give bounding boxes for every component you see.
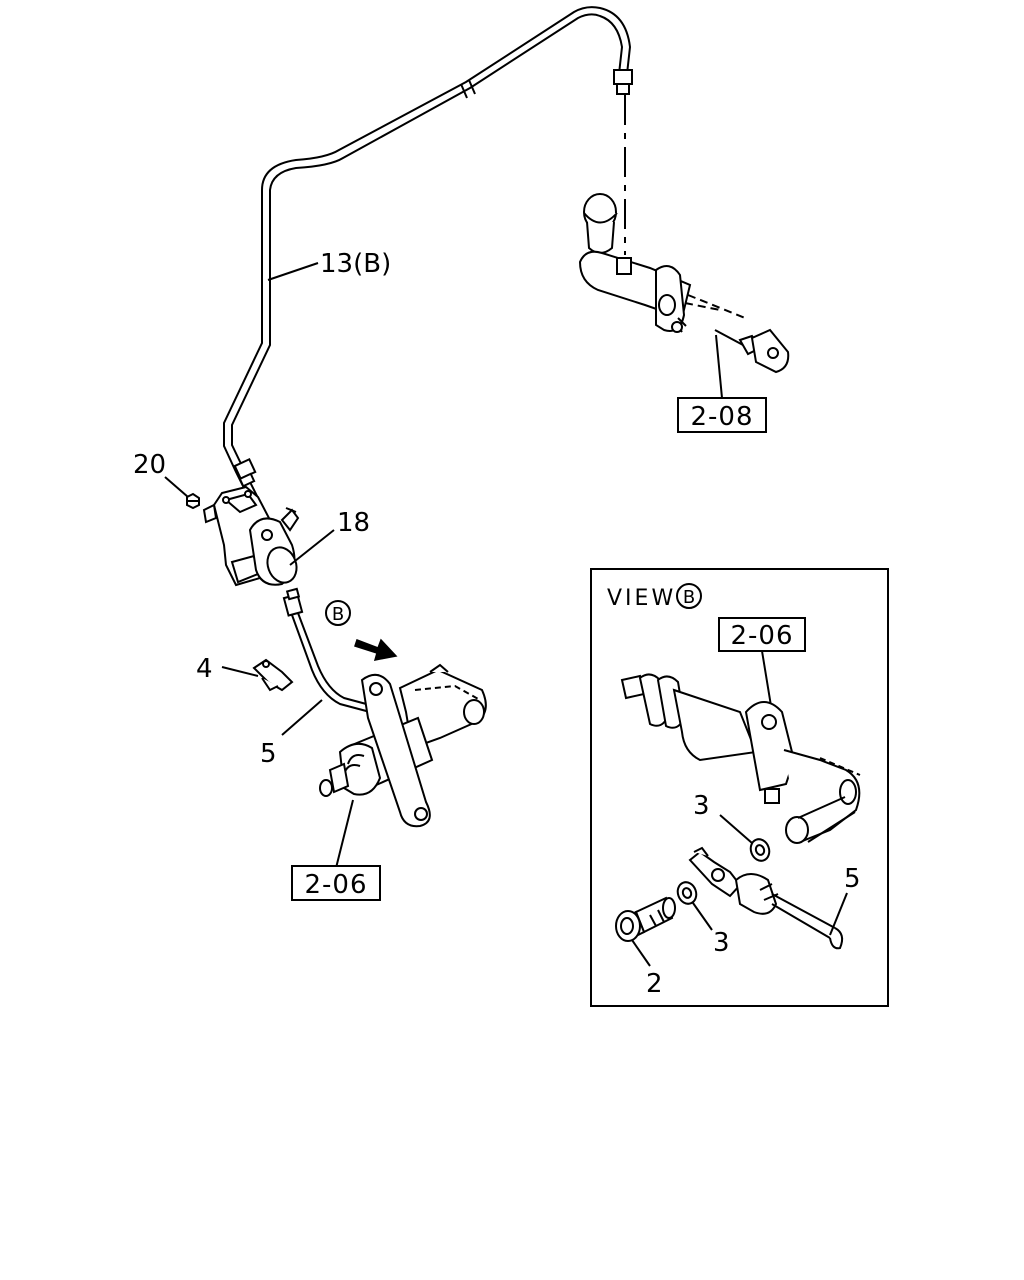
inset-view-letter: B (683, 587, 695, 608)
inset-label-3-top: 3 (693, 791, 710, 821)
ref-box-2-08[interactable]: 2-08 (677, 397, 767, 433)
bleeder-nut-20 (186, 492, 200, 510)
label-18: 18 (337, 508, 370, 538)
inset-label-5: 5 (844, 864, 861, 894)
clutch-hose-5 (291, 612, 371, 713)
clutch-pipe-13b (223, 6, 632, 501)
master-cylinder (578, 193, 790, 374)
inset-leader-3-top (719, 814, 753, 844)
inset-label-3-bottom: 3 (713, 928, 730, 958)
svg-text:2-06: 2-06 (304, 870, 367, 900)
inset-leader-2 (631, 939, 651, 967)
label-5: 5 (260, 739, 277, 769)
inset-ref-box-2-06[interactable]: 2-06 (718, 617, 806, 652)
svg-text:2-06: 2-06 (730, 621, 793, 651)
inset-union-bolt-2 (615, 896, 676, 942)
leader-2-06 (335, 799, 354, 869)
inset-hose-break (829, 927, 844, 950)
inset-label-2: 2 (646, 969, 663, 999)
hose-end-fitting (282, 587, 304, 617)
leader-4 (221, 666, 259, 677)
leader-13b (267, 262, 319, 281)
pipe-flare-nut-top (613, 69, 633, 95)
inset-leader-2-06 (761, 650, 773, 713)
hose-clip-4 (252, 658, 294, 692)
leader-2-08 (715, 334, 723, 399)
svg-text:B: B (332, 604, 344, 625)
inset-leader-3-bottom (692, 902, 713, 931)
view-b-marker: B (325, 600, 351, 626)
slave-cylinder (319, 663, 487, 828)
svg-text:2-08: 2-08 (690, 402, 753, 432)
pipe-flare-nut-lower (233, 457, 257, 488)
label-4: 4 (196, 654, 213, 684)
inset-leader-5 (829, 892, 848, 936)
leader-5 (281, 699, 323, 736)
inset-washer-3-top (749, 838, 771, 862)
inset-hose-5 (688, 846, 836, 939)
leader-18 (289, 529, 335, 566)
inset-washer-3-bottom (676, 881, 698, 905)
inset-slave-cylinder (620, 673, 861, 844)
inset-view-title: VIEW (607, 586, 676, 611)
view-b-inset: VIEW B 2-06 (590, 568, 889, 1007)
label-20: 20 (133, 450, 166, 480)
label-13b: 13(B) (320, 249, 391, 279)
leader-20 (164, 476, 189, 498)
pipe-joint-bracket (202, 485, 300, 587)
ref-box-2-06[interactable]: 2-06 (291, 865, 381, 901)
view-direction-arrow (354, 638, 398, 661)
